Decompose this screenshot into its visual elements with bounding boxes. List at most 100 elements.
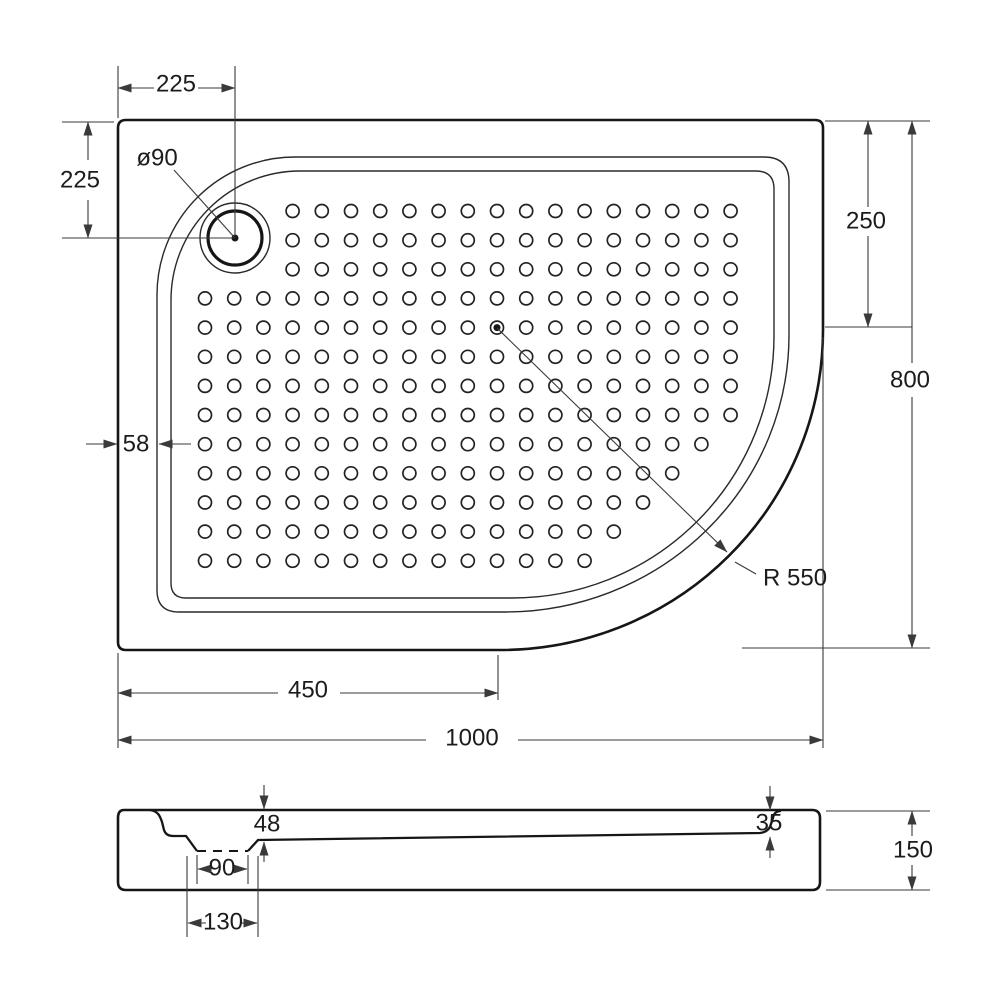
floor-dot — [197, 378, 213, 394]
floor-dot — [226, 407, 242, 423]
floor-dot — [606, 291, 622, 306]
floor-dot — [577, 349, 592, 365]
floor-dot — [694, 436, 709, 452]
floor-dot — [489, 349, 505, 365]
floor-dot — [343, 436, 359, 452]
floor-dot — [314, 524, 330, 539]
floor-dot — [694, 407, 709, 423]
dim-rim-width: 58 — [123, 431, 150, 458]
floor-dot — [402, 203, 417, 219]
floor-dot — [664, 407, 680, 423]
floor-dot — [372, 291, 388, 306]
floor-dot — [606, 524, 622, 539]
floor-dot — [285, 524, 300, 539]
floor-dot — [635, 203, 651, 219]
floor-dot — [402, 349, 417, 365]
floor-dot — [518, 465, 534, 481]
extension-lines — [62, 66, 930, 748]
dim-overall-width: 1000 — [445, 725, 498, 752]
floor-dot — [402, 465, 417, 481]
floor-dot — [226, 349, 242, 365]
floor-dot — [518, 553, 534, 569]
floor-dot — [285, 407, 300, 423]
floor-dot — [285, 436, 300, 452]
floor-dot — [197, 495, 213, 510]
tray-floor-edge — [170, 170, 775, 599]
floor-dot — [285, 378, 300, 394]
section-dimension-labels: 48 35 90 130 150 — [203, 810, 933, 936]
floor-dot — [723, 378, 738, 394]
floor-dot — [285, 553, 300, 569]
floor-dot — [548, 261, 563, 277]
floor-dot — [314, 232, 330, 248]
floor-dot — [402, 436, 417, 452]
dimension-lines — [83, 83, 917, 745]
floor-dot — [577, 291, 592, 306]
floor-dot — [518, 495, 534, 510]
floor-dot — [197, 553, 213, 569]
floor-dot — [226, 524, 242, 539]
floor-dot — [723, 349, 738, 365]
floor-dot — [460, 349, 476, 365]
dim-depth-right: 35 — [756, 810, 783, 837]
top-view: 225 225 ø90 250 800 58 R 550 450 1000 — [60, 66, 930, 752]
floor-dot — [431, 378, 446, 394]
floor-dot — [256, 320, 271, 335]
floor-dot — [431, 524, 446, 539]
floor-dot — [548, 378, 563, 394]
floor-dot — [694, 203, 709, 219]
floor-dot — [723, 232, 738, 248]
floor-dot — [548, 203, 563, 219]
floor-dot — [343, 203, 359, 219]
floor-dot — [226, 291, 242, 306]
dim-depth-left: 48 — [254, 811, 281, 838]
floor-dot — [226, 495, 242, 510]
floor-dot — [226, 465, 242, 481]
dim-recess-width: 130 — [203, 909, 243, 936]
floor-dot — [372, 378, 388, 394]
floor-dot — [314, 261, 330, 277]
section-floor-profile — [247, 809, 782, 852]
floor-dot — [314, 407, 330, 423]
floor-dot — [664, 203, 680, 219]
floor-dot — [606, 261, 622, 277]
floor-dot — [489, 524, 505, 539]
floor-dot — [343, 524, 359, 539]
floor-dot — [664, 465, 680, 481]
dim-bottom-straight: 450 — [288, 677, 328, 704]
floor-dot — [518, 407, 534, 423]
floor-dot — [577, 436, 592, 452]
floor-dot — [606, 436, 622, 452]
floor-dot — [460, 203, 476, 219]
floor-dot — [577, 495, 592, 510]
dim-overall-height: 150 — [893, 837, 933, 864]
section-view: 48 35 90 130 150 — [116, 785, 933, 937]
floor-dot — [635, 436, 651, 452]
floor-dot — [285, 203, 300, 219]
floor-dot — [402, 524, 417, 539]
floor-dot — [197, 291, 213, 306]
floor-dot — [548, 291, 563, 306]
floor-dot — [635, 291, 651, 306]
floor-dot — [402, 261, 417, 277]
floor-dot — [664, 232, 680, 248]
section-dimension-lines — [187, 785, 917, 928]
floor-dot — [431, 232, 446, 248]
floor-dot — [548, 320, 563, 335]
floor-dot — [635, 232, 651, 248]
dim-right-straight: 250 — [846, 208, 886, 235]
floor-dot — [256, 378, 271, 394]
floor-dot — [518, 232, 534, 248]
floor-dot — [548, 407, 563, 423]
floor-dot — [460, 553, 476, 569]
floor-dot — [314, 378, 330, 394]
floor-dot — [518, 261, 534, 277]
floor-dot — [343, 261, 359, 277]
floor-dot — [548, 436, 563, 452]
floor-dot — [635, 378, 651, 394]
section-basin-profile — [149, 808, 198, 852]
floor-dot — [460, 465, 476, 481]
floor-dot — [635, 495, 651, 510]
floor-dot — [285, 261, 300, 277]
